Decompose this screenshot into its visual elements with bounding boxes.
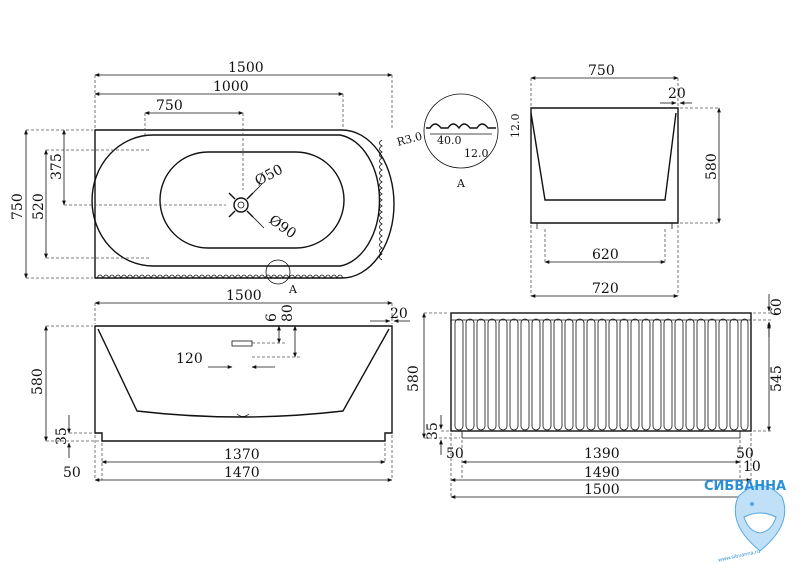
dim-side-60: 60 [769,298,785,316]
end-view [530,76,721,298]
dim-end-580: 580 [704,153,720,180]
logo-url-text: www.sibvanna.ru [718,549,761,563]
top-view-dimensions: 1500 1000 750 375 520 750 Ø50 Ø90 A [10,60,299,296]
dim-top-750: 750 [156,98,183,114]
dim-front-1500: 1500 [226,288,262,304]
front-view-dimensions: 1500 20 6 80 120 580 35 1370 1470 50 [30,288,408,481]
dim-front-120: 120 [176,351,203,367]
dim-top-1000: 1000 [213,79,249,95]
end-view-dimensions: 750 20 580 620 720 [588,63,720,297]
dim-front-50: 50 [63,465,81,481]
sibvanna-logo: СИБВАННА www.sibvanna.ru [704,479,786,563]
dim-side-1490: 1490 [584,465,620,481]
dim-front-20: 20 [390,306,408,322]
dim-side-50-left: 50 [446,446,464,462]
dim-top-375: 375 [49,153,65,180]
dim-end-620: 620 [592,247,619,263]
detail-dim-12-vertical: 12.0 [509,114,522,139]
side-view [422,294,772,499]
logo-brand-text: СИБВАННА [704,479,786,494]
dim-side-1390: 1390 [584,446,620,462]
side-view-dimensions: 60 545 580 35 50 1390 50 1490 10 1500 [406,298,785,498]
dim-front-580: 580 [30,368,46,395]
top-view [24,73,395,285]
dim-end-20: 20 [668,86,686,102]
dim-side-545: 545 [769,365,785,392]
dim-side-50-right: 50 [736,446,754,462]
dim-top-520: 520 [31,193,47,220]
detail-a: R3.0 40.0 12.0 12.0 A [395,93,522,190]
dim-side-10: 10 [743,459,761,475]
dim-top-1500: 1500 [228,60,264,76]
dim-front-1370: 1370 [224,447,260,463]
dim-side-1500: 1500 [584,482,620,498]
detail-dim-12: 12.0 [464,147,489,160]
dim-side-35: 35 [425,422,441,440]
dim-end-720: 720 [592,281,619,297]
detail-dim-r30: R3.0 [395,130,423,149]
detail-a-marker: A [288,283,298,296]
dim-top-d90: Ø90 [266,212,299,242]
front-view [44,301,410,482]
dim-front-6: 6 [264,313,280,322]
dim-top-d50: Ø50 [252,162,285,190]
dim-front-1470: 1470 [224,465,260,481]
dim-front-35: 35 [54,427,70,445]
dim-side-580: 580 [406,365,422,392]
detail-a-label: A [456,177,466,190]
dim-top-750-vertical: 750 [10,193,26,220]
dim-front-80: 80 [280,304,296,322]
flutes [454,318,749,431]
detail-dim-40: 40.0 [437,134,462,147]
dim-end-750: 750 [588,63,615,79]
